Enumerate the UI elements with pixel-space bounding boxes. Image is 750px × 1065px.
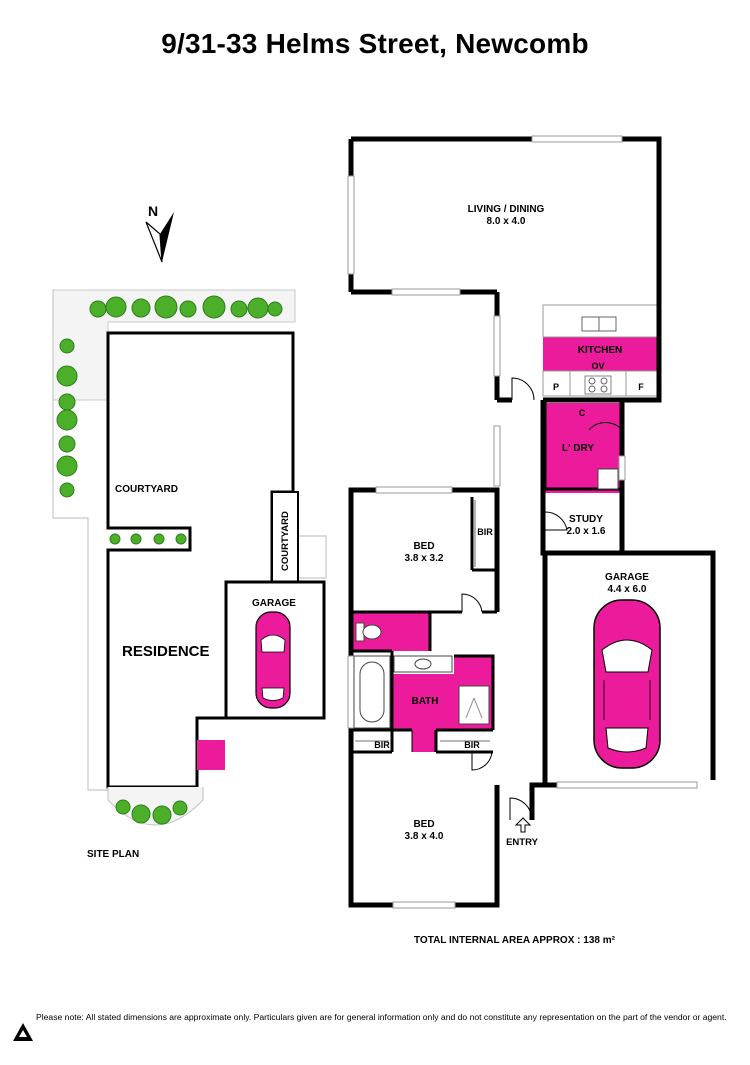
laundry-tub-icon — [597, 468, 619, 490]
trees-left — [56, 338, 78, 498]
fridge-label: F — [638, 382, 644, 392]
cupboard-label: C — [579, 408, 586, 418]
shower-icon — [458, 685, 490, 725]
side-courtyard-label: COURTYARD — [280, 511, 291, 571]
cooktop-icon — [584, 375, 612, 395]
kitchen-fill — [543, 337, 657, 371]
toilet-icon — [355, 622, 382, 642]
windows — [347, 135, 698, 909]
trees-top — [89, 295, 283, 319]
page-title: 9/31-33 Helms Street, Newcomb — [161, 28, 589, 59]
garage-label: GARAGE — [605, 572, 649, 583]
vanity-icon — [393, 655, 453, 673]
bath-label: BATH — [411, 696, 438, 707]
outer-walls — [348, 136, 716, 908]
site-plan-caption: SITE PLAN — [87, 849, 139, 860]
courtyard-label: COURTYARD — [115, 484, 178, 495]
bed2-label: BED — [413, 819, 434, 830]
living-label: LIVING / DINING — [468, 204, 545, 215]
living-size: 8.0 x 4.0 — [487, 216, 526, 227]
garage-car-icon — [593, 599, 661, 769]
oven-label: OV — [591, 361, 604, 371]
bath-door-fill — [412, 730, 436, 752]
side-courtyard — [271, 491, 299, 583]
internal-walls — [351, 400, 624, 754]
bed1-bir-label: BIR — [477, 527, 493, 537]
garage-size: 4.4 x 6.0 — [608, 584, 647, 595]
study-size: 2.0 x 1.6 — [567, 526, 606, 537]
study-label: STUDY — [569, 514, 603, 525]
bed1-label: BED — [413, 541, 434, 552]
north-label: N — [148, 203, 158, 219]
bed2-size: 3.8 x 4.0 — [405, 831, 444, 842]
site-boundary — [52, 290, 108, 791]
bir-left-label: BIR — [374, 740, 390, 750]
bath-fill — [392, 674, 456, 730]
laundry-label: L' DRY — [562, 443, 594, 454]
brand-logo-icon — [13, 1023, 33, 1041]
sink-icon — [581, 316, 617, 332]
entry-arrow-icon — [514, 817, 532, 833]
trees-front — [115, 799, 188, 825]
pantry-label: P — [553, 382, 559, 392]
entry-label: ENTRY — [506, 837, 539, 848]
trees-courtyard — [109, 533, 187, 545]
bed1-size: 3.8 x 3.2 — [405, 553, 444, 564]
bir-right-label: BIR — [464, 740, 480, 750]
bathtub-icon — [353, 655, 391, 729]
door-swings — [411, 377, 623, 821]
site-boundary-east — [298, 535, 327, 579]
north-arrow-icon — [145, 212, 174, 263]
total-area-note: TOTAL INTERNAL AREA APPROX : 138 m² — [414, 935, 615, 946]
site-plan: N — [52, 203, 327, 860]
residence-label: RESIDENCE — [122, 643, 210, 660]
site-car-icon — [255, 611, 291, 709]
disclaimer-text: Please note: All stated dimensions are a… — [36, 1012, 727, 1022]
floor-plan-main: LIVING / DINING 8.0 x 4.0 KITCHEN OV P F… — [347, 135, 716, 909]
site-entry-block — [197, 740, 225, 770]
site-garage-label: GARAGE — [252, 598, 296, 609]
kitchen-label: KITCHEN — [578, 345, 622, 356]
